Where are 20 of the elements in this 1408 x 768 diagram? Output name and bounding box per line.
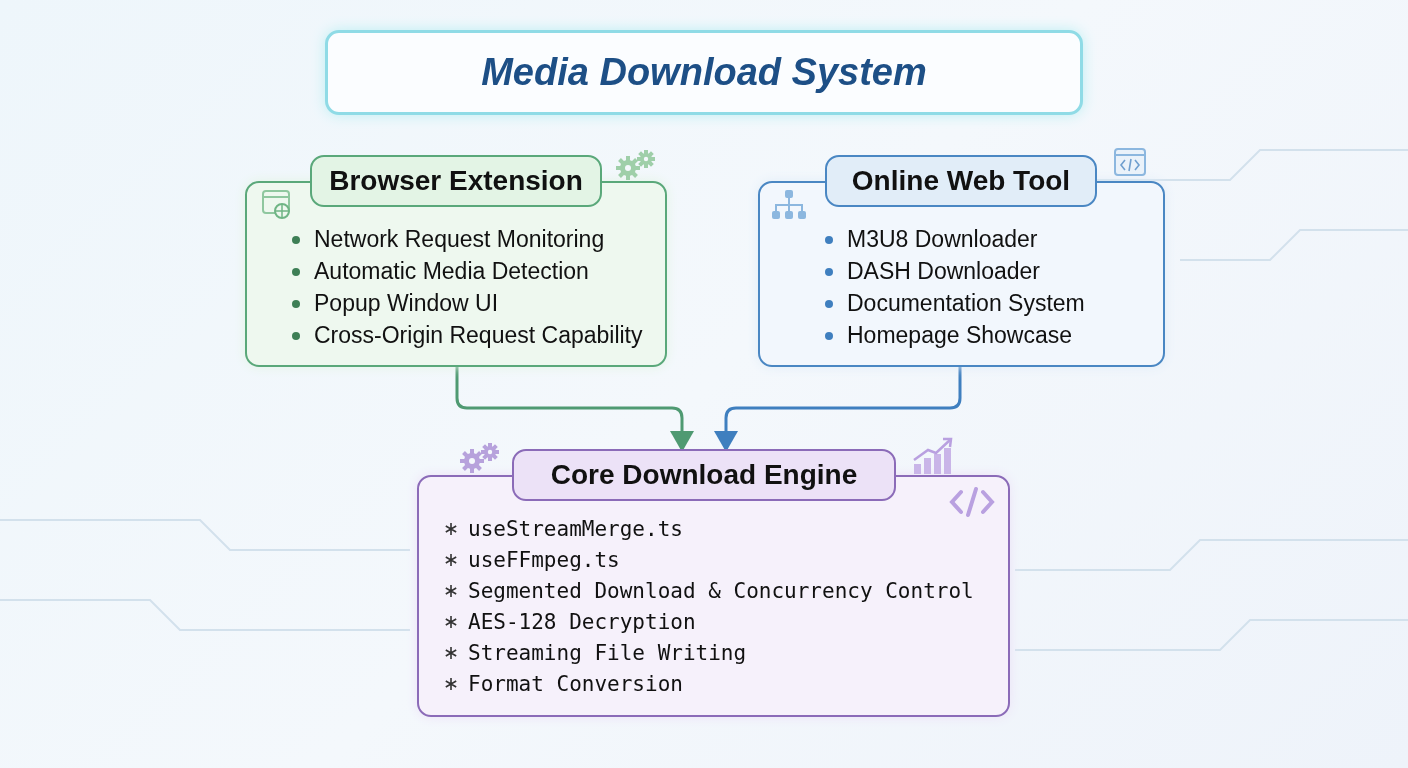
- feature-item: Documentation System: [847, 290, 1085, 317]
- feature-item: Automatic Media Detection: [314, 258, 589, 285]
- feature-item: Format Conversion: [468, 672, 683, 696]
- arrow: [714, 367, 962, 452]
- feature-item: DASH Downloader: [847, 258, 1041, 285]
- feature-item: Homepage Showcase: [847, 322, 1073, 349]
- feature-item: useFFmpeg.ts: [468, 548, 620, 572]
- feature-item: Streaming File Writing: [468, 641, 747, 665]
- section-heading: Online Web Tool: [825, 155, 1097, 207]
- feature-item: M3U8 Downloader: [847, 226, 1038, 253]
- feature-item: Popup Window UI: [314, 290, 499, 317]
- feature-item: Segmented Download & Concurrency Control: [468, 579, 974, 603]
- feature-item: Cross-Origin Request Capability: [314, 322, 643, 349]
- feature-item: useStreamMerge.ts: [468, 517, 683, 541]
- section-heading: Browser Extension: [310, 155, 602, 207]
- feature-item: AES-128 Decryption: [468, 610, 696, 634]
- section-heading: Core Download Engine: [512, 449, 896, 501]
- diagram-title: Media Download System: [325, 30, 1083, 115]
- feature-item: Network Request Monitoring: [314, 226, 605, 253]
- arrow: [455, 367, 694, 452]
